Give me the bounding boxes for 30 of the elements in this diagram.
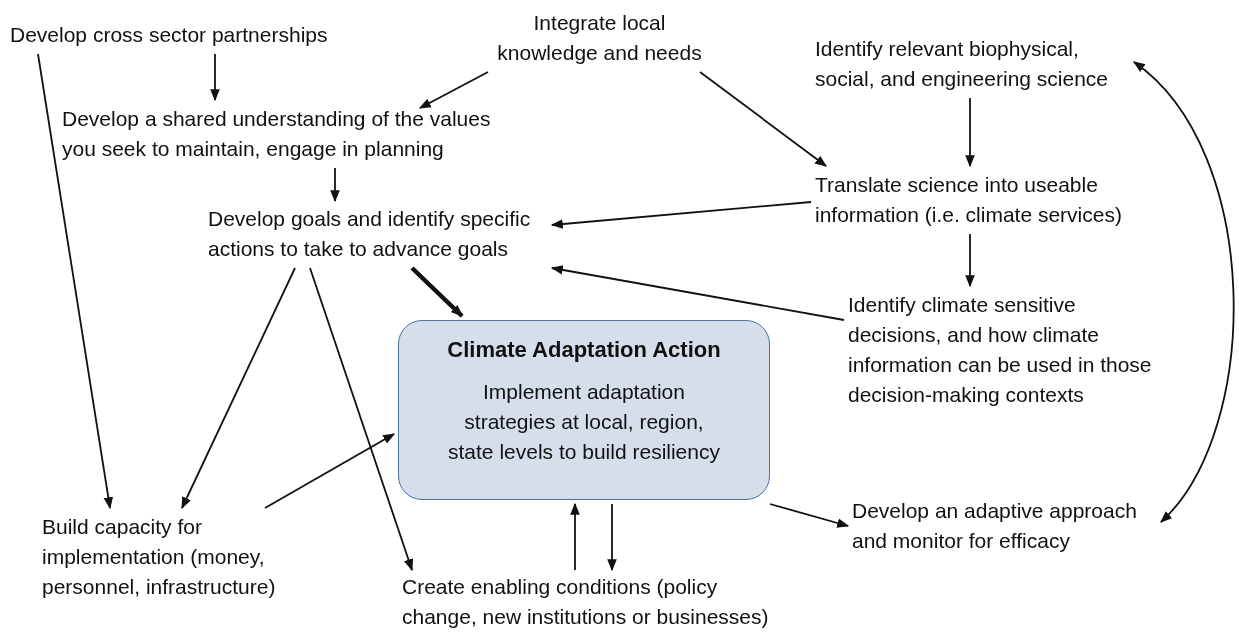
box-title: Climate Adaptation Action bbox=[446, 336, 722, 364]
arrow bbox=[769, 503, 850, 528]
arrow bbox=[210, 53, 220, 102]
arrow bbox=[181, 267, 296, 510]
arrow bbox=[607, 503, 617, 572]
step-text: Identify climate sensitive decisions, and how climate information can be used in those decision-making contexts bbox=[848, 290, 1158, 410]
arrow bbox=[37, 53, 114, 510]
step-text: Create enabling conditions (policy change, new institutions or businesses) bbox=[402, 572, 787, 632]
step-text: Translate science into useable information (i.e. climate services) bbox=[815, 170, 1135, 230]
arrow bbox=[699, 71, 827, 167]
arrow bbox=[965, 97, 975, 168]
step-text: Develop goals and identify specific actions to take to advance goals bbox=[208, 204, 548, 264]
step-text: Build capacity for implementation (money, personnel, infrastructure) bbox=[42, 512, 292, 602]
arrow bbox=[418, 71, 489, 109]
arrow bbox=[264, 433, 396, 509]
step-text: Develop a shared understanding of the values you seek to maintain, engage in planning bbox=[62, 104, 512, 164]
arrow bbox=[309, 267, 414, 572]
step-text: Develop an adaptive approach and monitor for efficacy bbox=[852, 496, 1157, 556]
arrow bbox=[550, 265, 845, 321]
step-text: Develop cross sector partnerships bbox=[10, 20, 390, 50]
curved-arrow bbox=[1133, 61, 1235, 523]
arrow bbox=[330, 167, 340, 203]
arrow bbox=[570, 502, 580, 571]
action-box bbox=[398, 320, 770, 500]
box-text: Implement adaptation strategies at local, region, state levels to build resiliency bbox=[447, 379, 721, 465]
arrow bbox=[410, 266, 464, 318]
step-text: Identify relevant biophysical, social, and engineering science bbox=[815, 34, 1130, 94]
arrow bbox=[550, 201, 812, 229]
arrow bbox=[965, 233, 975, 288]
step-text: Integrate local knowledge and needs bbox=[492, 8, 707, 68]
